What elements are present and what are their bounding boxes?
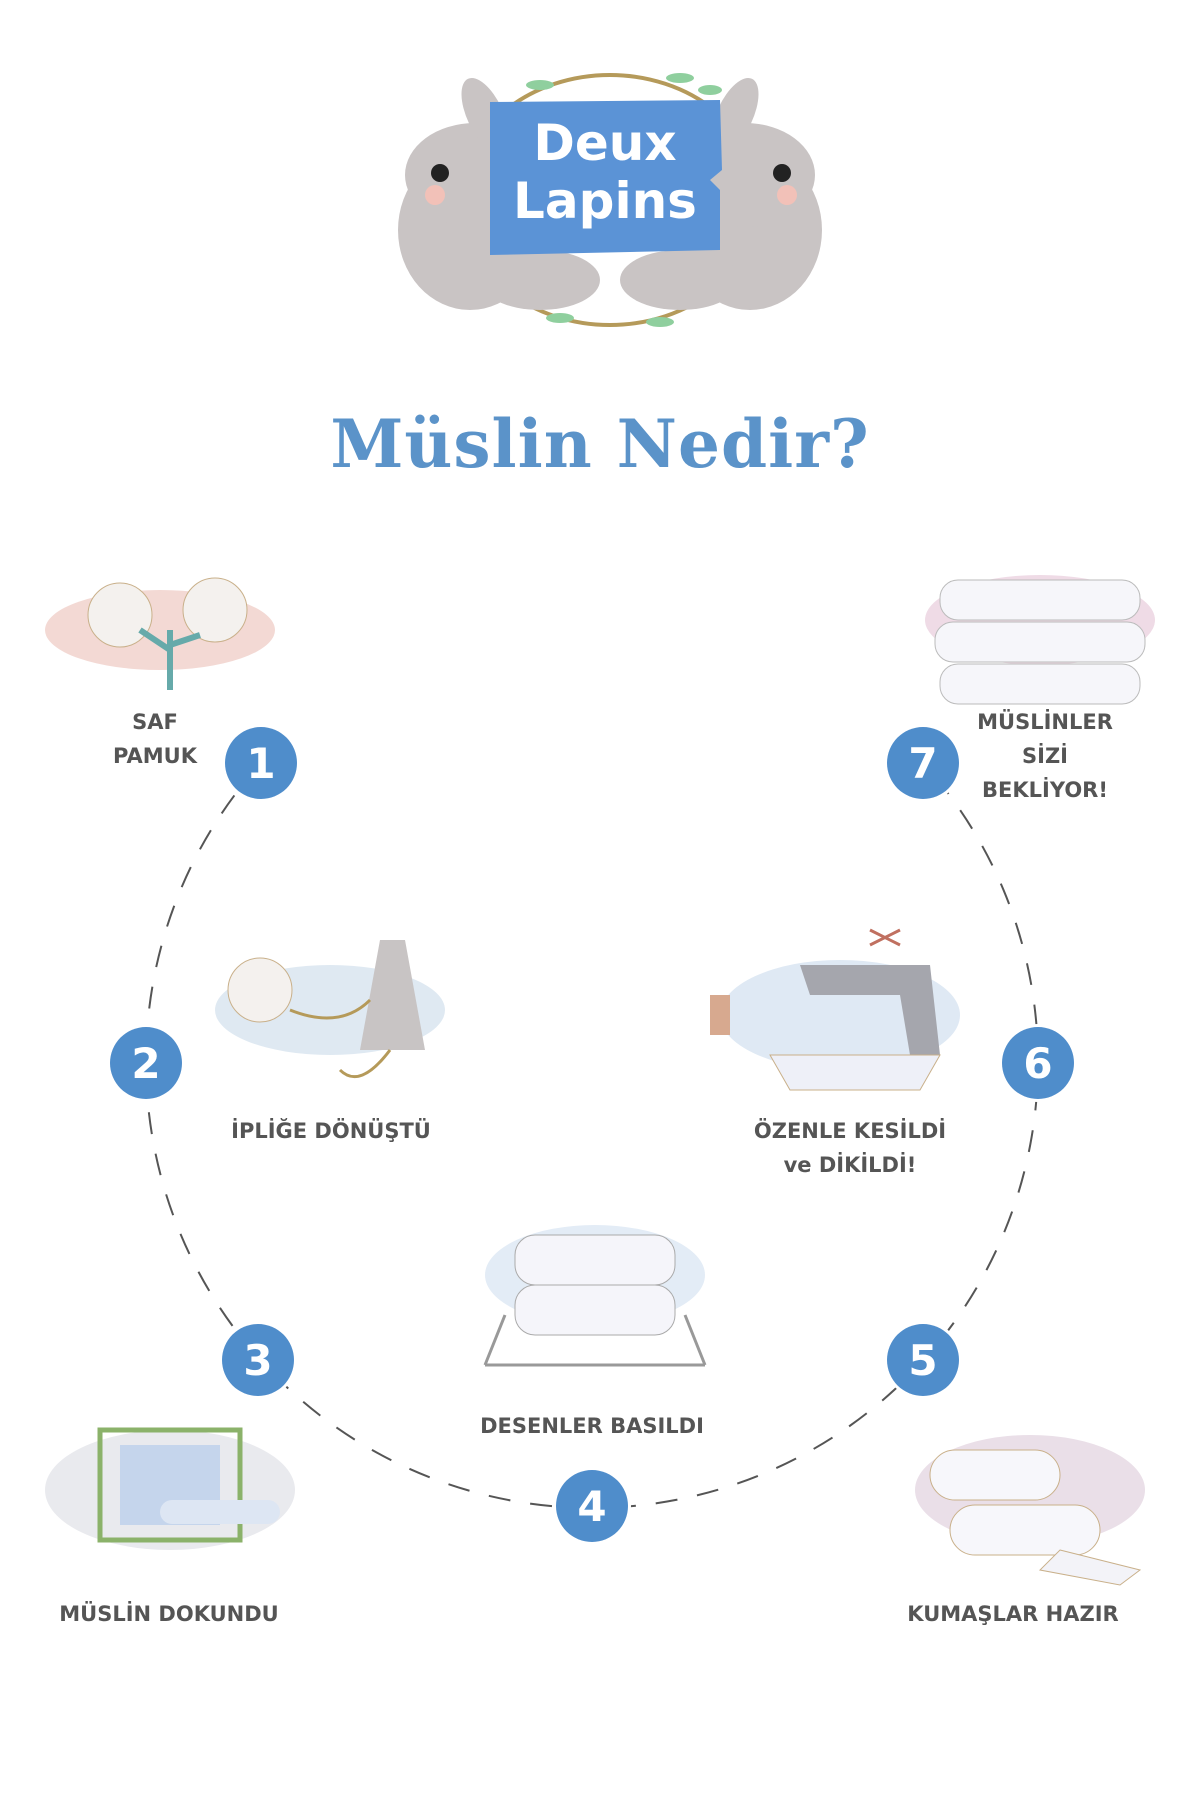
step-1-badge: 1 (225, 727, 297, 799)
label-line: BEKLİYOR! (982, 778, 1108, 802)
step-4-label: DESENLER BASILDI (480, 1409, 704, 1443)
step-2-label: İPLİĞE DÖNÜŞTÜ (231, 1114, 431, 1148)
label-line: SAF (132, 710, 178, 734)
step-3-badge: 3 (222, 1324, 294, 1396)
sewing-machine-illustration (710, 928, 960, 1091)
fabric-printing-machine-illustration (483, 1225, 707, 1367)
step-3-label: MÜSLİN DOKUNDU (59, 1597, 278, 1631)
label-line: SİZİ (1022, 744, 1068, 768)
label-line: MÜSLİN DOKUNDU (59, 1602, 279, 1626)
bunny-wreath-illustration (398, 73, 822, 327)
label-line: PAMUK (113, 744, 197, 768)
step-5-label: KUMAŞLAR HAZIR (907, 1597, 1118, 1631)
step-6-badge: 6 (1002, 1027, 1074, 1099)
fabric-rolls-illustration (915, 1435, 1145, 1586)
label-line: KUMAŞLAR HAZIR (907, 1602, 1119, 1626)
label-line: ÖZENLE KESİLDİ (753, 1119, 947, 1143)
cotton-to-yarn-illustration (215, 940, 445, 1079)
label-line: DESENLER BASILDI (480, 1414, 704, 1438)
step-7-label: MÜSLİNLER SİZİ BEKLİYOR! (977, 705, 1113, 807)
label-line: İPLİĞE DÖNÜŞTÜ (231, 1119, 431, 1143)
step-4-badge: 4 (556, 1470, 628, 1542)
step-1-label: SAF PAMUK (113, 705, 197, 773)
logo-text-deux: Deux (533, 114, 677, 172)
logo-text-lapins: Lapins (513, 172, 697, 230)
step-7-badge: 7 (887, 727, 959, 799)
page-title: Müslin Nedir? (330, 405, 870, 483)
step-2-badge: 2 (110, 1027, 182, 1099)
step-6-label: ÖZENLE KESİLDİ ve DİKİLDİ! (754, 1114, 946, 1182)
cotton-plant-illustration (45, 577, 275, 690)
label-line: ve DİKİLDİ! (783, 1153, 917, 1177)
folded-muslins-illustration (925, 575, 1155, 705)
label-line: MÜSLİNLER (977, 710, 1113, 734)
step-5-badge: 5 (887, 1324, 959, 1396)
weaving-loom-illustration (45, 1427, 295, 1550)
